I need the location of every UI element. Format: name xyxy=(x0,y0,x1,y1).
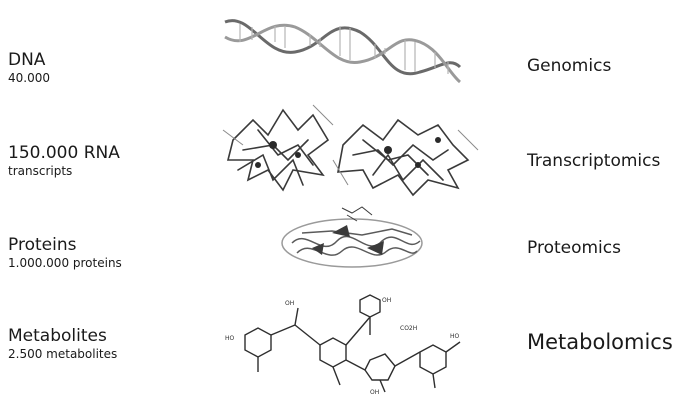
proteomics-label: Proteomics xyxy=(527,238,621,258)
rna-label: 150.000 RNA xyxy=(8,143,120,163)
transcriptomics-label: Transcriptomics xyxy=(527,151,661,171)
dna-count: 40.000 xyxy=(8,71,50,85)
proteins-count: 1.000.000 proteins xyxy=(8,256,122,270)
proteins-label: Proteins xyxy=(8,235,77,255)
genomics-label: Genomics xyxy=(527,56,612,76)
rna-transcripts: transcripts xyxy=(8,164,73,178)
metabolite-structure-image: OH OH CO2H HO HO OH xyxy=(220,290,475,396)
dna-label: DNA xyxy=(8,50,46,70)
dna-helix-image xyxy=(220,12,465,92)
metabolites-label: Metabolites xyxy=(8,326,107,346)
protein-structure-image xyxy=(272,203,432,273)
proteins-label-group: Proteins 1.000.000 proteins xyxy=(8,235,122,270)
svg-text:HO: HO xyxy=(225,335,235,342)
svg-text:OH: OH xyxy=(285,300,294,307)
dna-label-group: DNA 40.000 xyxy=(8,50,50,85)
metabolomics-label: Metabolomics xyxy=(527,330,673,354)
rna-structure-image xyxy=(213,100,483,200)
metabolites-count: 2.500 metabolites xyxy=(8,347,118,361)
svg-text:CO2H: CO2H xyxy=(400,325,417,332)
svg-text:HO: HO xyxy=(450,333,460,340)
rna-label-group: 150.000 RNA transcripts xyxy=(8,143,120,178)
svg-text:OH: OH xyxy=(382,297,391,304)
svg-text:OH: OH xyxy=(370,389,379,396)
metabolites-label-group: Metabolites 2.500 metabolites xyxy=(8,326,117,361)
